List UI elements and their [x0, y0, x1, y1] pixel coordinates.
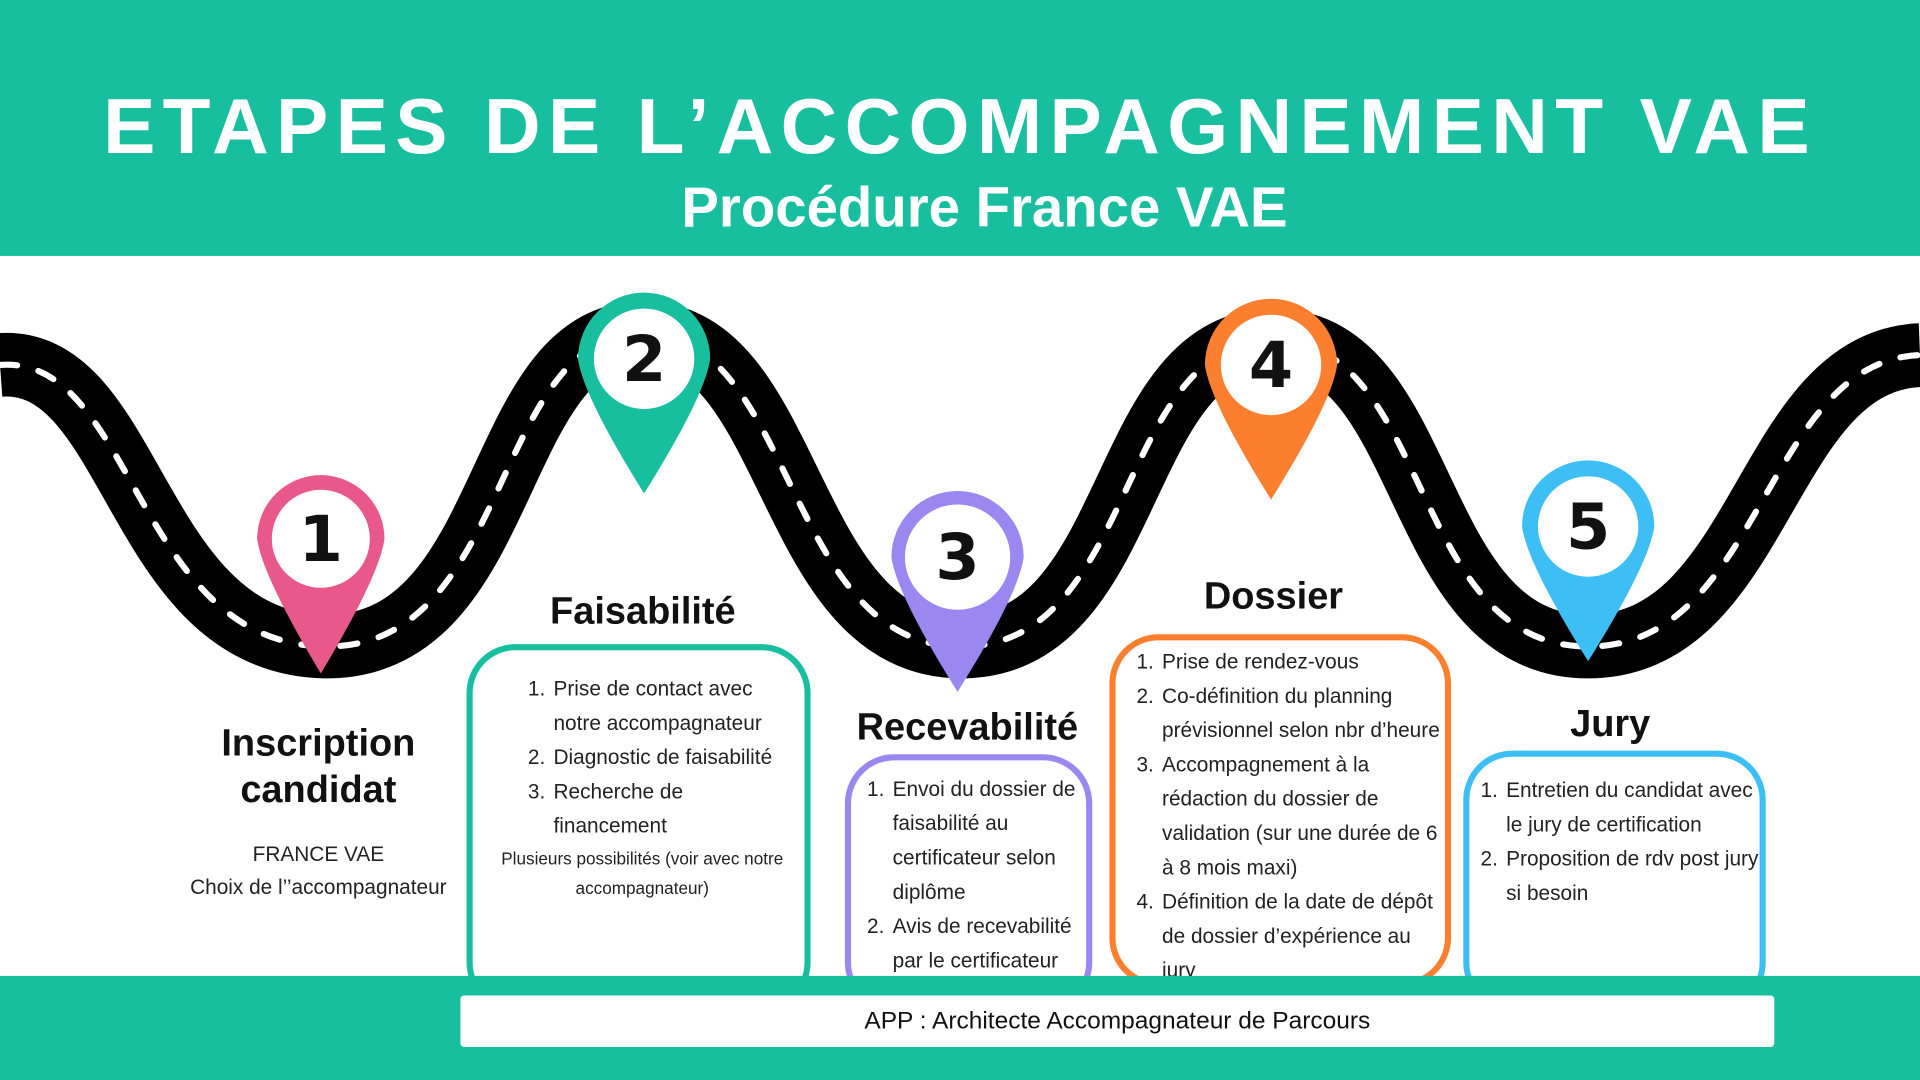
step-1-text-line1: FRANCE VAE — [252, 842, 385, 866]
step-2-box: Prise de contact avec notre accompagnate… — [466, 644, 811, 1012]
step-4-box: Prise de rendez-vous Co-définition du pl… — [1109, 634, 1452, 988]
step-2-item: Diagnostic de faisabilité — [551, 741, 792, 775]
step-5-item: Proposition de rdv post jury si besoin — [1504, 842, 1760, 911]
step-2-note: Plusieurs possibilités (voir avec notre … — [501, 848, 784, 898]
step-4-item: Prise de rendez-vous — [1160, 645, 1445, 679]
step-3-title: Recevabilité — [856, 705, 1079, 749]
page-subtitle: Procédure France VAE — [681, 175, 1288, 239]
step-4-item: Co-définition du planning prévisionnel s… — [1160, 680, 1445, 749]
step-1-title-line2: candidat — [240, 767, 397, 811]
footer-banner: APP : Architecte Accompagnateur de Parco… — [0, 975, 1920, 1080]
road-illustration: 1 2 3 4 5 — [0, 292, 1920, 692]
step-1-title: Inscription candidat — [196, 720, 441, 813]
pin-4: 4 — [1204, 298, 1338, 500]
step-3-box: Envoi du dossier de faisabilité au certi… — [844, 754, 1093, 1012]
step-1-title-line1: Inscription — [221, 721, 416, 765]
step-1-text: FRANCE VAE Choix de l’’accompagnateur — [171, 838, 465, 904]
step-5-box: Entretien du candidat avec le jury de ce… — [1463, 750, 1766, 1012]
pin-5-number: 5 — [1566, 491, 1610, 565]
header-banner: ETAPES DE L’ACCOMPAGNEMENT VAE Procédure… — [0, 0, 1920, 256]
step-3-item: Envoi du dossier de faisabilité au certi… — [890, 773, 1079, 910]
pin-1: 1 — [257, 475, 385, 674]
step-2-item: Prise de contact avec notre accompagnate… — [551, 672, 792, 741]
step-3-item: Avis de recevabilité par le certificateu… — [890, 910, 1079, 979]
pin-1-number: 1 — [299, 503, 343, 577]
pin-3: 3 — [891, 491, 1024, 692]
step-5-title: Jury — [1570, 701, 1651, 745]
step-4-title: Dossier — [1203, 574, 1344, 618]
pin-3-number: 3 — [935, 521, 979, 595]
pin-2: 2 — [577, 292, 711, 494]
page-title: ETAPES DE L’ACCOMPAGNEMENT VAE — [103, 82, 1817, 171]
step-1-text-line2: Choix de l’’accompagnateur — [190, 875, 447, 899]
step-2-title: Faisabilité — [550, 588, 736, 632]
footer-label: APP : Architecte Accompagnateur de Parco… — [460, 995, 1775, 1047]
pin-4-number: 4 — [1249, 329, 1293, 403]
step-5-item: Entretien du candidat avec le jury de ce… — [1504, 774, 1760, 843]
step-4-item: Accompagnement à la rédaction du dossier… — [1160, 748, 1445, 885]
pin-5: 5 — [1522, 460, 1655, 662]
step-4-item: Définition de la date de dépôt de dossie… — [1160, 885, 1445, 988]
step-2-item: Recherche de financement — [551, 775, 792, 844]
pin-2-number: 2 — [622, 323, 666, 397]
